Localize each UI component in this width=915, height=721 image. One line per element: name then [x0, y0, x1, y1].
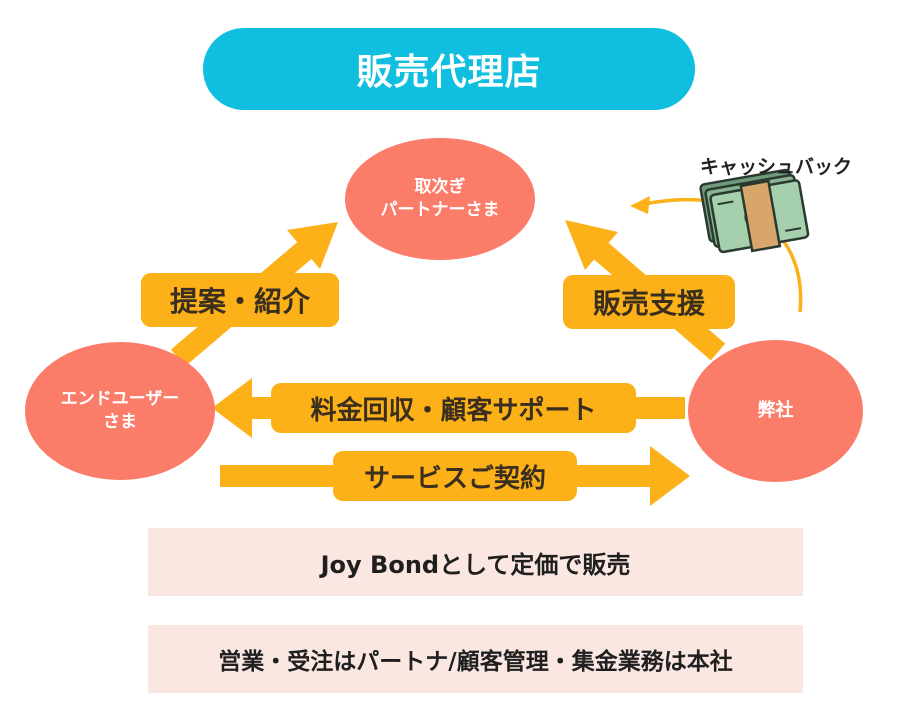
node-company-label: 弊社 [757, 399, 794, 421]
arrow-label-contract: サービスご契約 [333, 451, 577, 501]
node-partner: 取次ぎ パートナーさま [345, 138, 535, 260]
arrow-label-support: 販売支援 [563, 275, 735, 329]
cashback-label: キャッシュバック [699, 156, 852, 178]
node-end-user-line-2: さま [102, 412, 137, 432]
node-partner-line-2: パートナーさま [380, 200, 500, 220]
arrow-label-propose: 提案・紹介 [141, 273, 339, 327]
node-end-user: エンドユーザー さま [25, 342, 215, 480]
arrow-label-collect: 料金回収・顧客サポート [271, 383, 636, 433]
node-partner-line-1: 取次ぎ [414, 177, 466, 198]
node-company: 弊社 [688, 340, 863, 482]
page-title: 販売代理店 [203, 28, 695, 110]
money-bundle-icon [699, 168, 810, 254]
note-pricing: Joy Bondとして定価で販売 [148, 528, 803, 596]
note-roles: 営業・受注はパートナ/顧客管理・集金業務は本社 [148, 625, 803, 693]
node-end-user-line-1: エンドユーザー [60, 389, 180, 410]
